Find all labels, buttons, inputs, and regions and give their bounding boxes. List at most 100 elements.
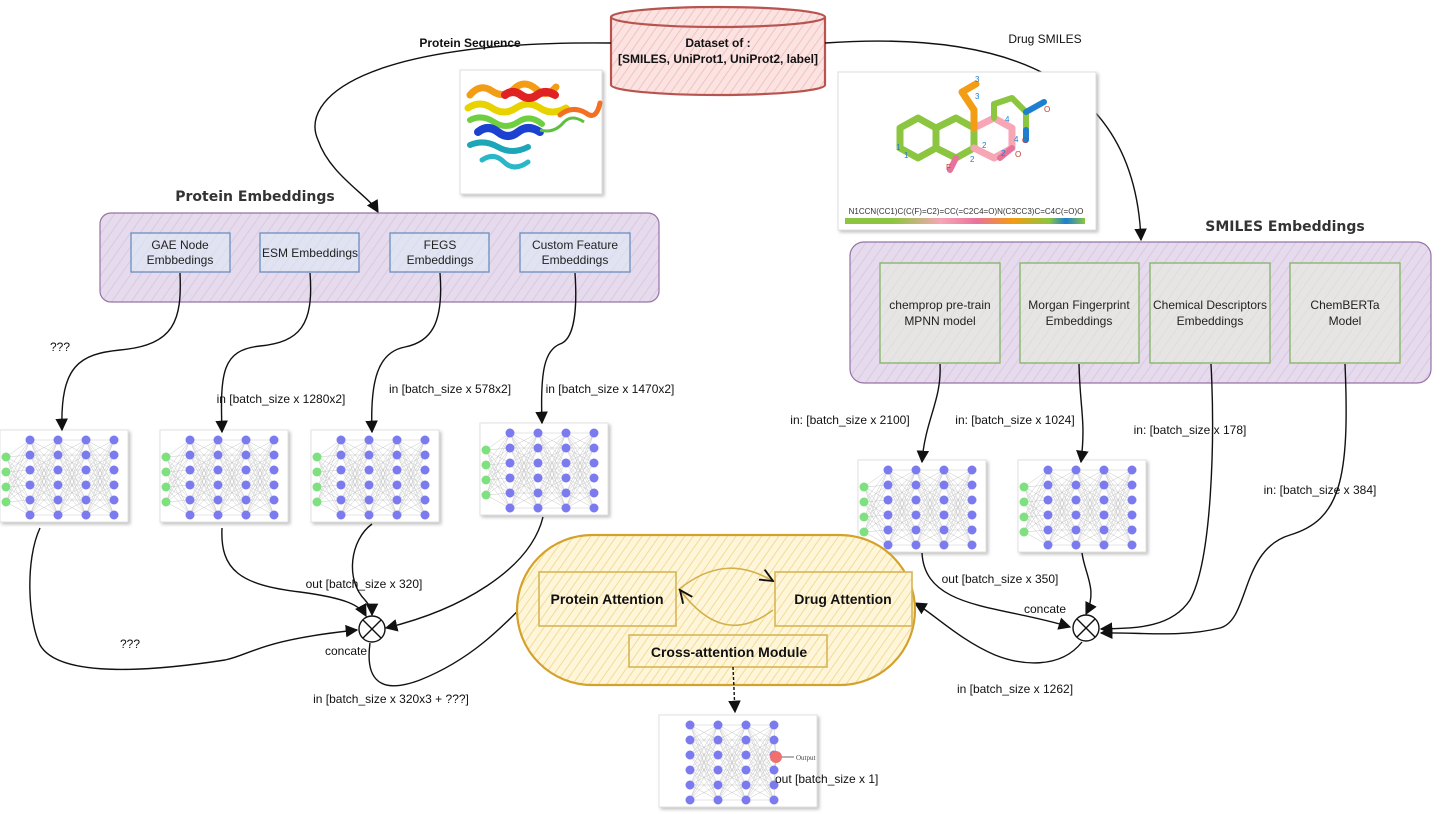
nn-node xyxy=(911,480,921,490)
nn-connection xyxy=(745,769,775,801)
box-label-line2: Embeddings xyxy=(407,253,474,267)
nn-connection xyxy=(165,484,191,503)
nn-connection xyxy=(1047,499,1077,546)
nn-node xyxy=(392,480,402,490)
nn-connection xyxy=(565,432,595,509)
nn-node xyxy=(741,750,751,760)
nn-node xyxy=(561,458,571,468)
nn-connection xyxy=(509,492,539,509)
nn-node xyxy=(911,540,921,550)
nn-connection xyxy=(316,439,342,503)
nn-connection xyxy=(85,499,115,516)
nn-node xyxy=(769,780,779,790)
nn-connection xyxy=(5,439,31,503)
nn-connection xyxy=(745,754,775,801)
atom-label: O xyxy=(1022,136,1028,145)
nn-node xyxy=(336,480,346,490)
nn-connection xyxy=(745,724,775,786)
nn-connection xyxy=(863,469,889,503)
nn-connection xyxy=(396,469,426,516)
nn-connection xyxy=(509,432,539,479)
nn-connection xyxy=(943,484,973,546)
nn-node xyxy=(420,495,430,505)
nn-node xyxy=(241,480,251,490)
smiles-nn-chemprop xyxy=(857,459,987,553)
nn-connection xyxy=(863,484,889,533)
nn-connection xyxy=(165,454,191,503)
nn-node xyxy=(269,465,279,475)
nn-connection xyxy=(689,769,719,801)
protein-attention-box xyxy=(538,571,677,627)
nn-connection xyxy=(943,469,973,531)
nn-connection xyxy=(915,514,945,546)
nn-connection xyxy=(189,484,219,516)
cross-attention-title-box xyxy=(628,634,828,668)
nn-connection xyxy=(316,439,342,458)
nn-connection xyxy=(217,439,247,471)
nn-node xyxy=(505,458,515,468)
nn-connection xyxy=(1075,484,1105,546)
nn-connection xyxy=(165,439,191,473)
nn-input-node xyxy=(1,482,11,492)
smiles-input-descriptors: in: [batch_size x 178] xyxy=(1134,423,1247,437)
nn-connection xyxy=(165,469,191,503)
nn-connection xyxy=(485,432,511,496)
nn-connection xyxy=(565,477,595,509)
edge-esm-nn-to-concat xyxy=(221,527,367,618)
atom-label: 3 xyxy=(975,92,980,101)
protein-unknown-output: ??? xyxy=(120,637,140,651)
nn-node xyxy=(109,465,119,475)
nn-node xyxy=(185,450,195,460)
nn-connection xyxy=(316,439,342,473)
nn-node xyxy=(741,720,751,730)
nn-node xyxy=(685,795,695,805)
nn-connection xyxy=(29,439,59,486)
edge-protein-to-drug-attention xyxy=(677,567,773,591)
nn-node xyxy=(1099,525,1109,535)
nn-connection xyxy=(217,499,247,516)
nn-node xyxy=(336,465,346,475)
nn-connection xyxy=(217,439,247,456)
nn-connection xyxy=(1103,514,1133,546)
nn-connection xyxy=(57,454,87,516)
dataset-columns: [SMILES, UniProt1, UniProt2, label] xyxy=(618,52,818,66)
nn-node xyxy=(25,450,35,460)
nn-connection xyxy=(217,469,247,516)
nn-node xyxy=(589,503,599,513)
nn-node xyxy=(1071,540,1081,550)
nn-connection xyxy=(565,432,595,449)
nn-connection xyxy=(1103,484,1133,546)
nn-connection xyxy=(29,439,59,516)
nn-connection xyxy=(1047,469,1077,486)
nn-connection xyxy=(717,724,747,756)
nn-connection xyxy=(485,432,511,466)
nn-connection xyxy=(57,484,87,516)
protein-box-gae: GAE Node Embbedings xyxy=(130,232,231,273)
nn-connection xyxy=(565,432,595,494)
nn-node xyxy=(185,465,195,475)
nn-connection xyxy=(396,439,426,486)
nn-node xyxy=(911,510,921,520)
nn-connection xyxy=(340,439,370,486)
nn-connection xyxy=(189,469,219,516)
nn-node xyxy=(1071,510,1081,520)
nn-node xyxy=(533,473,543,483)
output-node xyxy=(770,751,782,763)
nn-node xyxy=(1127,540,1137,550)
smiles-box-chemberta: ChemBERTa Model xyxy=(1289,262,1401,364)
nn-connection xyxy=(1075,469,1105,546)
nn-connection xyxy=(485,432,511,481)
edge-gae-nn-to-concat xyxy=(29,527,359,671)
nn-connection xyxy=(57,439,87,456)
nn-connection xyxy=(189,439,219,501)
nn-node xyxy=(269,495,279,505)
nn-connection xyxy=(1075,469,1105,531)
protein-nn-esm xyxy=(159,429,289,523)
nn-node xyxy=(241,465,251,475)
box-label-line1: Custom Feature xyxy=(532,238,618,252)
nn-node xyxy=(685,780,695,790)
nn-node xyxy=(241,450,251,460)
nn-node xyxy=(883,465,893,475)
nn-connection xyxy=(689,784,719,801)
nn-node xyxy=(741,735,751,745)
